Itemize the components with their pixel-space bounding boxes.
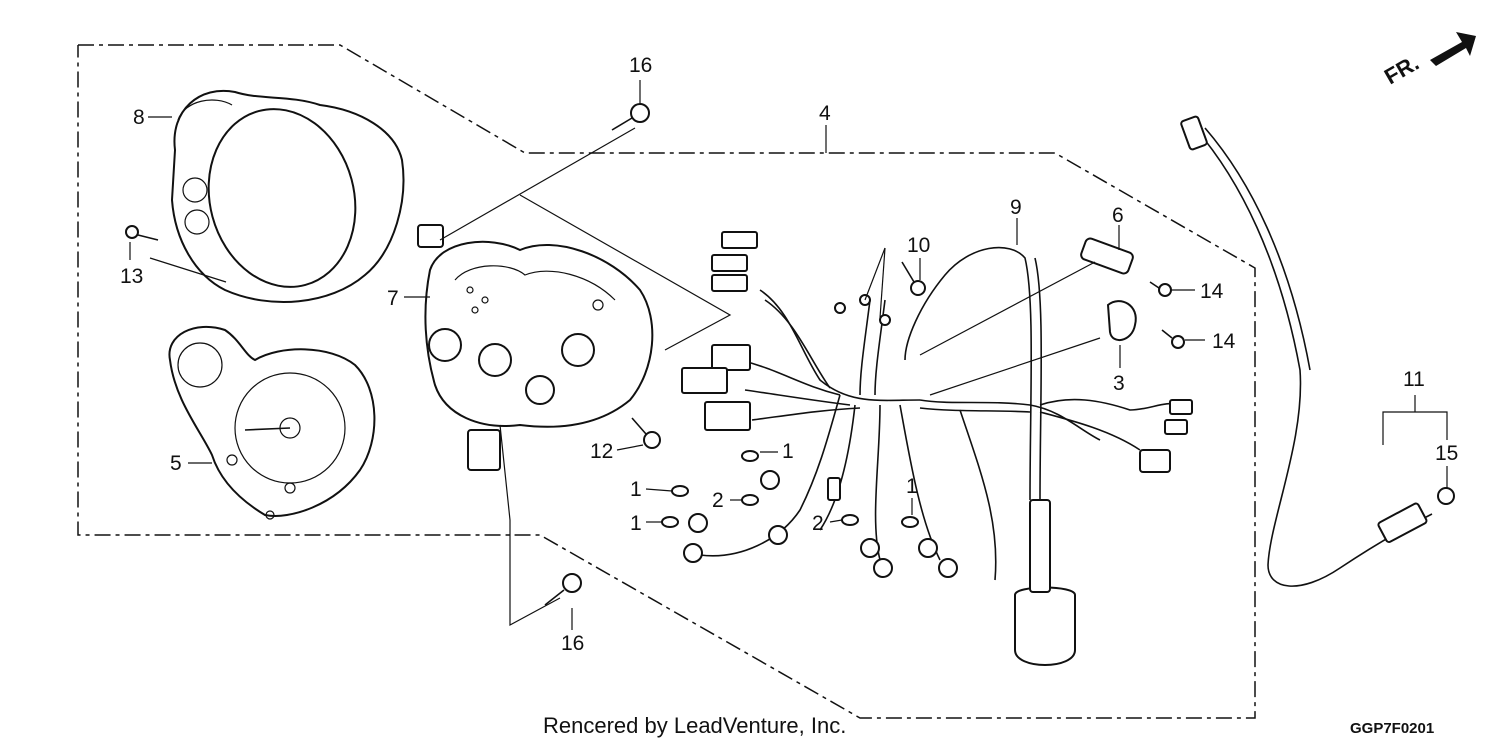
meter-cover-part [170,89,405,303]
footer-credit: Rencered by LeadVenture, Inc. [543,713,846,738]
callout-1-right: 1 [906,475,918,498]
callout-1-left-lower: 1 [630,512,642,535]
screw-part-case [631,417,661,449]
screw-part-14a [1149,281,1172,297]
callout-9: 9 [1010,196,1022,219]
callout-6: 6 [1112,204,1124,227]
direction-label: FR. [1380,50,1423,89]
callout-16-top: 16 [629,54,652,77]
callout-2-left: 2 [712,489,724,512]
meter-case-part [417,224,654,471]
callout-1-left-upper: 1 [630,478,642,501]
callout-labels: 16 4 8 13 7 9 6 10 14 14 3 5 12 1 1 1 1 … [120,54,1458,655]
callout-14-lower: 14 [1212,330,1236,353]
screw-part [125,225,159,241]
meter-face-part [168,325,376,520]
callout-5: 5 [170,452,182,475]
screw-part-14b [1161,329,1185,349]
diagram-code: GGP7F0201 [1350,720,1434,737]
front-direction-indicator: FR. [1380,32,1476,89]
assembly-boundary [77,44,1256,719]
callout-11: 11 [1403,368,1425,391]
callout-7: 7 [387,287,399,310]
callout-2-right: 2 [812,512,824,535]
clamp-part-3 [1106,300,1137,341]
callout-13: 13 [120,265,143,288]
callout-3: 3 [1113,372,1125,395]
screw-part-bottom [544,573,582,606]
callout-14-upper: 14 [1200,280,1224,303]
callout-8: 8 [133,106,145,129]
screw-part-harness [901,261,926,296]
leader-lines [129,80,1448,630]
front-arrow-icon [1430,32,1476,66]
callout-4: 4 [819,102,831,125]
callout-1-top: 1 [782,440,794,463]
callout-16-bottom: 16 [561,632,584,655]
speedometer-cable-part [1180,115,1455,587]
callout-12: 12 [590,440,613,463]
clamp-part-6 [1080,237,1134,275]
screw-part-top [611,103,650,131]
callout-15: 15 [1435,442,1458,465]
callout-10: 10 [907,234,930,257]
speedometer-wire-part [904,246,1076,666]
bulb-parts [661,450,919,528]
wire-harness-part [681,231,1193,581]
